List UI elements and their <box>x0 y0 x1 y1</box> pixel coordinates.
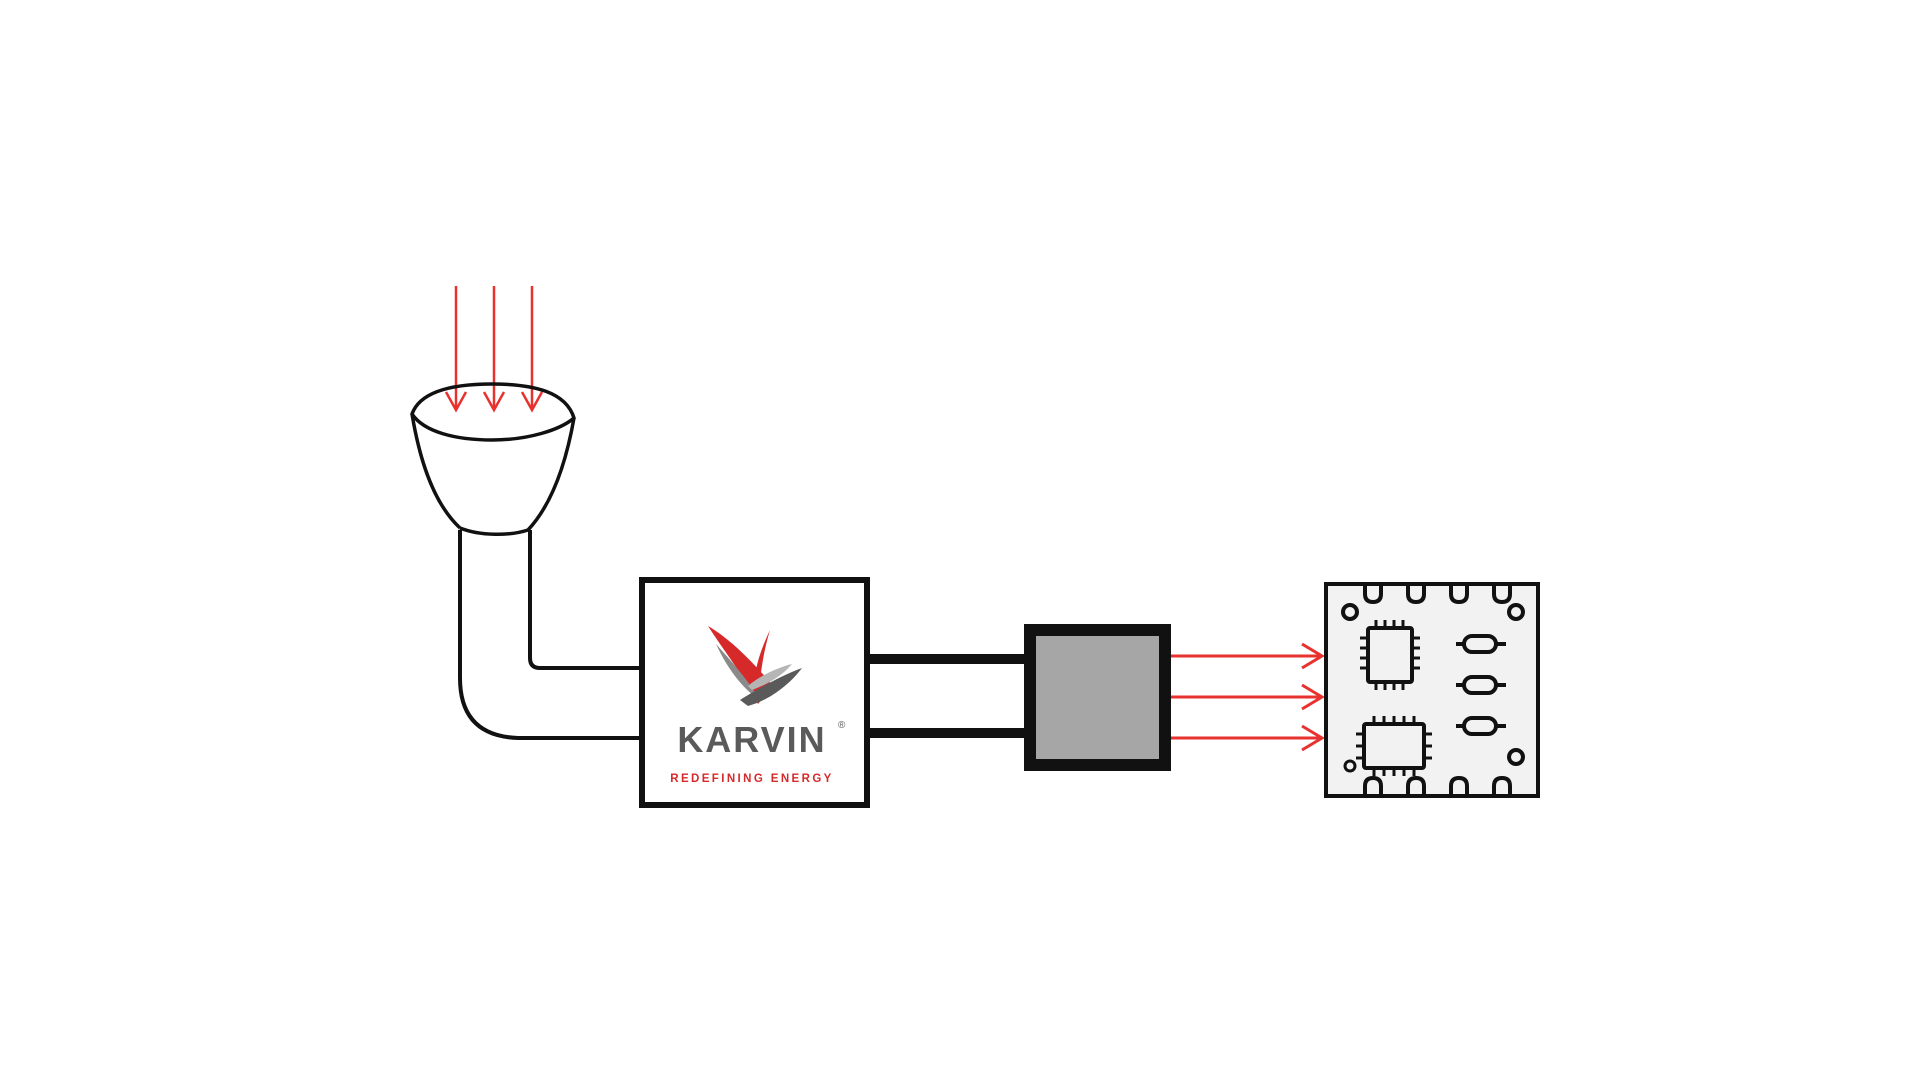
output-ray <box>1171 683 1325 711</box>
karvin-tagline-text: REDEFINING ENERGY <box>670 773 833 785</box>
karvin-logo-mark <box>708 626 802 706</box>
incoming-ray <box>520 286 544 413</box>
karvin-brand-text: KARVIN <box>677 719 826 760</box>
karvin-registered-mark: ® <box>838 720 846 731</box>
incoming-light-rays <box>444 286 544 413</box>
light-collector-dish-icon <box>410 382 576 537</box>
karvin-processing-unit-icon: KARVIN ® REDEFINING ENERGY <box>639 577 870 808</box>
incoming-ray <box>482 286 506 413</box>
board-chip-upper <box>1360 620 1420 690</box>
collector-pipe <box>458 530 642 740</box>
board-edge-pads-top <box>1363 584 1512 605</box>
incoming-ray <box>444 286 468 413</box>
resistor-icon <box>1456 675 1506 695</box>
board-chip-lower <box>1356 716 1432 776</box>
board-resistors <box>1456 634 1506 736</box>
converter-box-icon <box>1024 624 1171 771</box>
board-mounting-holes <box>1341 603 1525 773</box>
output-ray <box>1171 642 1325 670</box>
resistor-icon <box>1456 716 1506 736</box>
circuit-board-icon <box>1324 582 1540 798</box>
processor-to-converter-link <box>867 654 1025 738</box>
output-ray <box>1171 724 1325 752</box>
resistor-icon <box>1456 634 1506 654</box>
board-edge-pads-bottom <box>1363 775 1512 796</box>
output-rays <box>1171 642 1325 752</box>
